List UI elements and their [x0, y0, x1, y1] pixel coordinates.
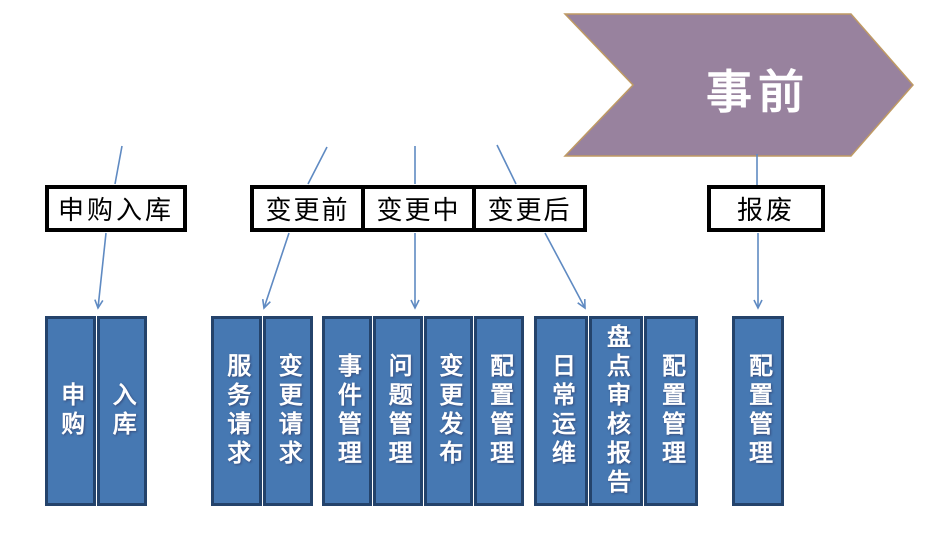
- process-group-baofei: 配置管理: [732, 316, 784, 506]
- process-column-label: 配置管理: [657, 353, 684, 469]
- connector-arrow: [261, 232, 290, 310]
- process-column: 配置管理: [474, 316, 524, 506]
- connector-line: [307, 146, 328, 185]
- connector-arrow: [544, 232, 586, 310]
- stage-label-group-biangeng: 变更前 变更中 变更后: [250, 185, 587, 232]
- stage-label-biangeng-zhong: 变更中: [361, 185, 476, 232]
- process-column: 配置管理: [732, 316, 784, 506]
- connector-line: [496, 144, 517, 185]
- process-column-label: 盘点审核报告: [602, 324, 629, 498]
- process-group-biangeng-hou: 日常运维 盘点审核报告 配置管理: [534, 316, 698, 506]
- process-group-biangeng-qian: 服务请求变更请求: [211, 316, 313, 506]
- process-column: 日常运维: [534, 316, 588, 506]
- process-column-label: 变更请求: [274, 353, 301, 469]
- stage-label-baofei: 报废: [707, 185, 825, 232]
- process-group-biangeng-zhong: 事件管理问题管理变更发布配置管理: [322, 316, 524, 506]
- connector-line: [114, 145, 123, 185]
- process-column: 问题管理: [372, 316, 423, 506]
- stage-label-shengou-ruku: 申购入库: [45, 185, 187, 232]
- process-column: 事件管理: [322, 316, 372, 506]
- process-column-label: 配置管理: [485, 353, 512, 469]
- process-group-shengou-ruku: 申购入库: [45, 316, 147, 506]
- process-column: 入库: [96, 316, 147, 506]
- banner-label: 事前: [706, 67, 810, 118]
- stage-label-biangeng-qian: 变更前: [250, 185, 365, 232]
- process-column-label: 申购: [56, 382, 83, 440]
- connector-lines: [94, 144, 763, 310]
- process-column-label: 入库: [108, 382, 135, 440]
- process-column-label: 问题管理: [384, 353, 411, 469]
- process-column-label: 日常运维: [547, 353, 574, 469]
- process-column: 盘点审核报告: [589, 316, 643, 506]
- process-column-label: 变更发布: [434, 353, 461, 469]
- process-column-label: 配置管理: [744, 353, 771, 469]
- stage-label-biangeng-hou: 变更后: [472, 185, 587, 232]
- process-column: 服务请求: [211, 316, 262, 506]
- process-column-label: 服务请求: [222, 353, 249, 469]
- process-column: 配置管理: [644, 316, 698, 506]
- process-column: 变更请求: [262, 316, 313, 506]
- process-column: 申购: [45, 316, 96, 506]
- connector-arrow: [94, 232, 107, 310]
- process-column-label: 事件管理: [333, 353, 360, 469]
- banner-chevron-shape: [563, 13, 914, 157]
- process-column: 变更发布: [423, 316, 474, 506]
